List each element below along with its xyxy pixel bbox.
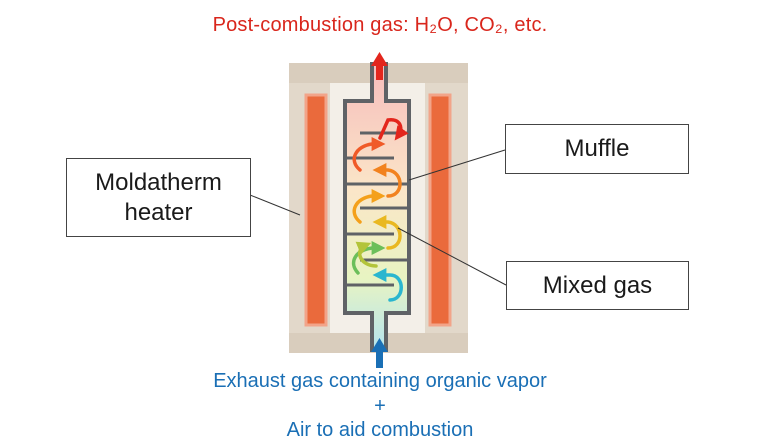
input-gas-label-line1: Exhaust gas containing organic vapor [213,370,547,392]
mixed-gas-label: Mixed gas [542,272,653,299]
heater-right [428,93,452,327]
input-gas-plus: + [374,395,386,417]
u-turn-arrow-icon [352,189,386,224]
input-gas-label-line2: Air to aid combustion [286,419,474,441]
u-turn-arrow-icon [372,215,402,250]
output-gas-label: Post-combustion gas: H₂O, CO₂, etc. [212,14,548,36]
leader-lines [249,149,507,286]
muffle-callout: Muffle [505,124,689,174]
heater-callout: Moldatherm heater [66,158,251,237]
u-turn-arrow-icon [351,241,386,275]
u-turn-arrow-icon [378,118,409,141]
mixed-gas-callout: Mixed gas [506,261,689,310]
u-turn-arrow-icon [355,241,378,268]
up-arrow-icon [371,52,388,80]
u-turn-arrow-icon [352,137,386,172]
muffle-label: Muffle [564,135,630,162]
heater-label-line2: heater [124,199,193,226]
u-turn-arrow-icon [372,268,403,302]
u-turn-arrow-icon [372,163,402,198]
up-arrow-icon [371,338,388,368]
flow-arrows [351,118,409,302]
heater-label-line1: Moldatherm [95,169,222,196]
heater-left [304,93,328,327]
